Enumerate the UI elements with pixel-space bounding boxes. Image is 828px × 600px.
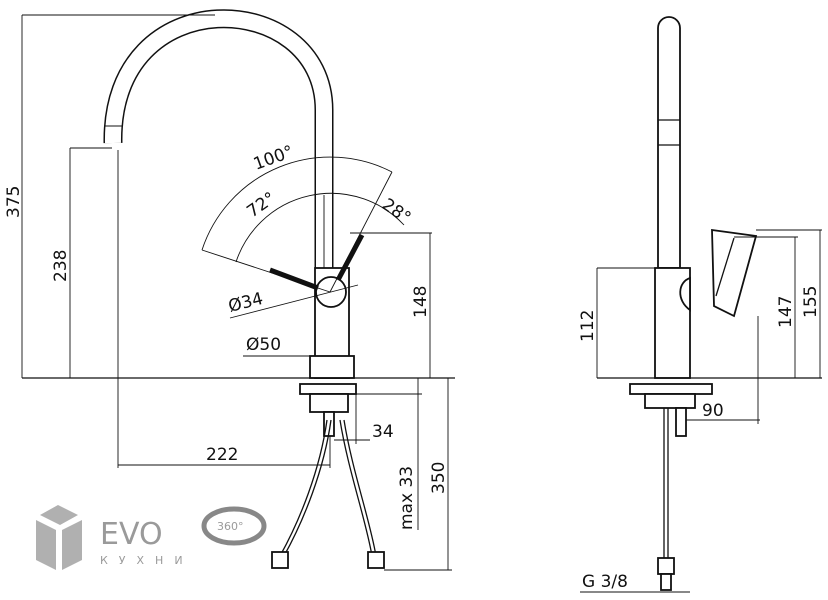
side-spout	[657, 16, 681, 269]
dim-147: 147	[776, 296, 796, 328]
body-diameter-label: Ø50	[246, 335, 281, 355]
dim-max33: max 33	[397, 466, 417, 530]
angle-28: 28°	[378, 195, 414, 229]
evo-logo: EVO КУХНИ 360°	[36, 505, 267, 570]
spout-fill	[104, 10, 332, 268]
logo-badge: 360°	[217, 520, 244, 533]
dim-222: 222	[206, 445, 238, 465]
side-view: 112 147 155 90 G 3/8	[578, 16, 822, 593]
logo-brand: EVO	[100, 517, 163, 552]
lever-diameter-label: Ø34	[226, 289, 265, 317]
dim-34: 34	[372, 422, 394, 442]
rotate-360-icon: 360°	[201, 506, 267, 546]
connection-label: G 3/8	[582, 572, 628, 592]
logo-subtitle: КУХНИ	[100, 554, 194, 567]
front-view: 100° 72° 28° Ø34 Ø50 375 238 148 222 34	[4, 9, 455, 571]
dim-155: 155	[801, 286, 821, 318]
cube-icon	[36, 505, 82, 570]
dim-238: 238	[51, 250, 71, 282]
angle-72: 72°	[243, 188, 279, 222]
dim-90: 90	[702, 401, 724, 421]
dim-375: 375	[4, 186, 24, 218]
dim-350: 350	[429, 462, 449, 494]
side-lever	[711, 228, 758, 318]
dim-148: 148	[411, 286, 431, 318]
dim-112: 112	[578, 310, 598, 342]
